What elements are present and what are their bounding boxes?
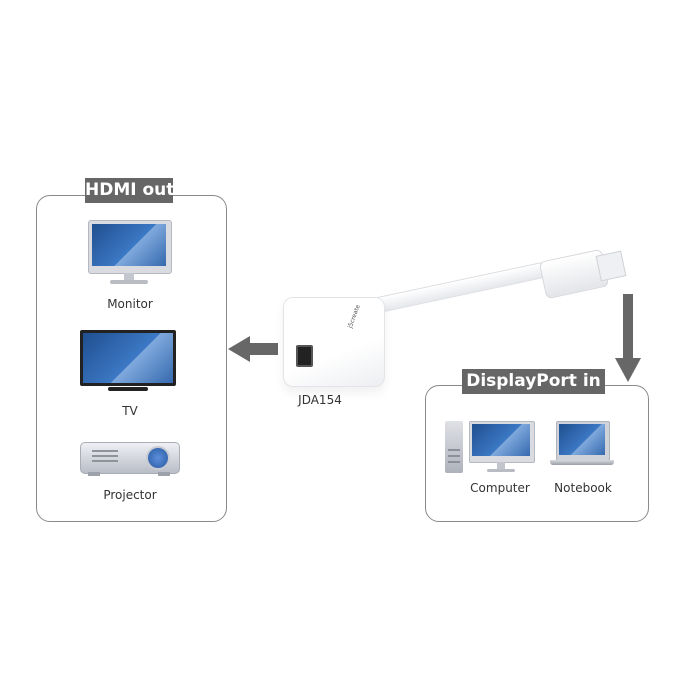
laptop-icon — [550, 421, 614, 471]
monitor-icon — [88, 220, 172, 286]
tv-icon — [80, 330, 176, 394]
adapter-model-label: JDA154 — [298, 393, 342, 407]
displayport-plug — [595, 250, 627, 282]
projector-label: Projector — [103, 488, 157, 502]
displayport-in-label: DisplayPort in — [462, 369, 605, 394]
adapter-device: j5create — [280, 245, 650, 395]
desktop-computer-icon — [445, 421, 535, 477]
notebook-label: Notebook — [554, 481, 612, 495]
computer-label: Computer — [470, 481, 530, 495]
adapter-housing — [283, 297, 385, 387]
projector-icon — [80, 442, 180, 478]
monitor-label: Monitor — [107, 297, 153, 311]
tv-label: TV — [122, 404, 138, 418]
hdmi-port — [296, 345, 313, 367]
down-arrow-icon — [615, 294, 641, 382]
hdmi-out-label: HDMI out — [85, 178, 174, 203]
left-arrow-icon — [228, 336, 278, 362]
